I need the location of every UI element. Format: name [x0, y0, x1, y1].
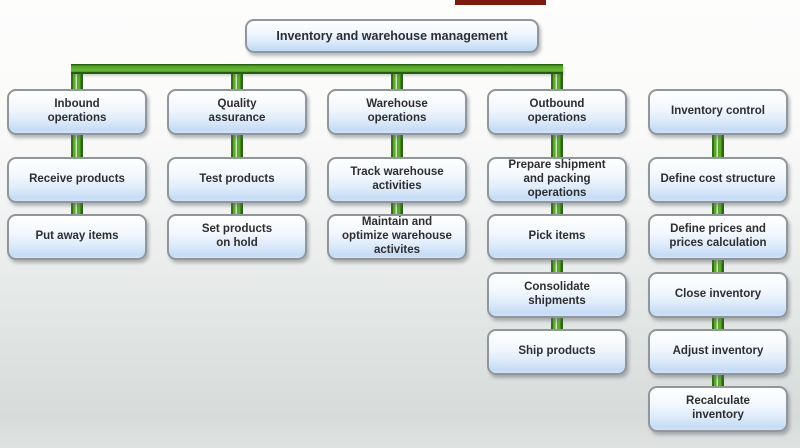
connector	[712, 316, 724, 331]
node-label: Maintain and optimize warehouse activite…	[342, 216, 452, 256]
connector	[551, 201, 563, 216]
node-label: Consolidate shipments	[524, 281, 590, 307]
connector	[231, 201, 243, 216]
node-pick-items: Pick items	[487, 214, 627, 260]
connector	[712, 201, 724, 216]
node-label: Ship products	[518, 345, 596, 358]
node-define-prices-calculation: Define prices and prices calculation	[648, 214, 788, 260]
node-track-warehouse-activities: Track warehouse activities	[327, 157, 467, 203]
node-label: Close inventory	[674, 288, 762, 301]
node-set-products-on-hold: Set products on hold	[167, 214, 307, 260]
connector	[551, 133, 563, 159]
node-maintain-optimize-warehouse: Maintain and optimize warehouse activite…	[327, 214, 467, 260]
node-root: Inventory and warehouse management	[245, 19, 539, 53]
node-outbound-operations: Outbound operations	[487, 89, 627, 135]
node-label: Prepare shipment and packing operations	[508, 159, 606, 199]
connector	[71, 133, 83, 159]
node-warehouse-operations: Warehouse operations	[327, 89, 467, 135]
node-label: Set products on hold	[201, 223, 273, 249]
node-close-inventory: Close inventory	[648, 272, 788, 318]
connector	[712, 258, 724, 274]
node-ship-products: Ship products	[487, 329, 627, 375]
node-label: Warehouse operations	[366, 98, 428, 124]
node-test-products: Test products	[167, 157, 307, 203]
node-label: Adjust inventory	[672, 345, 764, 358]
node-label: Outbound operations	[527, 98, 587, 124]
connector	[391, 133, 403, 159]
connector	[551, 258, 563, 274]
node-label: Inventory control	[671, 105, 765, 118]
node-receive-products: Receive products	[7, 157, 147, 203]
node-adjust-inventory: Adjust inventory	[648, 329, 788, 375]
top-red-bar-artifact	[455, 0, 546, 5]
node-inventory-control: Inventory control	[648, 89, 788, 135]
node-label: Put away items	[35, 230, 119, 243]
connector	[71, 201, 83, 216]
connector	[712, 133, 724, 159]
node-label: Test products	[199, 173, 275, 186]
connector	[551, 316, 563, 331]
connector-horizontal-trunk	[71, 64, 563, 74]
node-label: Define cost structure	[660, 173, 776, 186]
node-root-label: Inventory and warehouse management	[276, 28, 508, 43]
node-label: Recalculate inventory	[686, 395, 750, 421]
node-define-cost-structure: Define cost structure	[648, 157, 788, 203]
node-label: Track warehouse activities	[350, 166, 444, 192]
connector	[231, 133, 243, 159]
node-consolidate-shipments: Consolidate shipments	[487, 272, 627, 318]
node-inbound-operations: Inbound operations	[7, 89, 147, 135]
node-put-away-items: Put away items	[7, 214, 147, 260]
connector	[712, 373, 724, 388]
node-label: Quality assurance	[208, 98, 266, 124]
node-label: Receive products	[29, 173, 125, 186]
node-recalculate-inventory: Recalculate inventory	[648, 386, 788, 432]
node-label: Inbound operations	[47, 98, 107, 124]
connector	[391, 201, 403, 216]
node-prepare-shipment-packing: Prepare shipment and packing operations	[487, 157, 627, 203]
node-quality-assurance: Quality assurance	[167, 89, 307, 135]
node-label: Define prices and prices calculation	[669, 223, 767, 249]
node-label: Pick items	[528, 230, 586, 243]
